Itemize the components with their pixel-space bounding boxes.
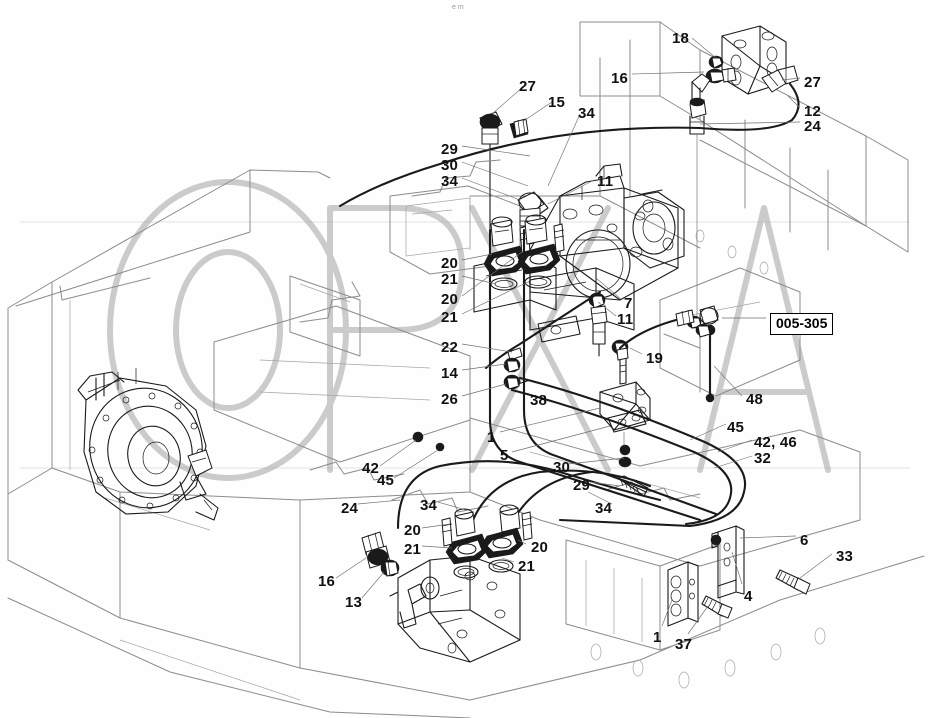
- callout-30: 30: [441, 157, 459, 174]
- callout-7: 7: [624, 295, 633, 312]
- bracket-6-4: [710, 525, 745, 599]
- callout-12: 12: [804, 103, 822, 120]
- hose-lower-42-45: [396, 460, 662, 530]
- hose-12-24: [338, 82, 800, 208]
- callout-16: 16: [611, 70, 629, 87]
- callout-29: 29: [573, 477, 591, 494]
- callout-21: 21: [518, 558, 536, 575]
- port-flange-lower-left: [441, 508, 489, 579]
- coupler-27-right: [761, 65, 799, 93]
- bead-42: [412, 431, 424, 443]
- main-hydraulic-pump: [473, 163, 685, 343]
- callout-13: 13: [345, 594, 363, 611]
- callout-34: 34: [420, 497, 438, 514]
- hose-30-upper: [522, 228, 718, 516]
- callout-21: 21: [441, 309, 459, 326]
- callout-34: 34: [595, 500, 613, 517]
- callout-19: 19: [646, 350, 664, 367]
- callout-45: 45: [377, 472, 395, 489]
- port-flange-lower-right: [480, 504, 533, 573]
- callout-15: 15: [548, 94, 566, 111]
- manifold-block-1-5: [599, 381, 651, 468]
- callout-38: 38: [530, 392, 548, 409]
- bolt-33: [775, 569, 811, 595]
- callout-34: 34: [441, 173, 459, 190]
- fitting-22-14-26: [503, 347, 531, 390]
- rod-48: [704, 324, 716, 403]
- callout-11: 11: [597, 173, 614, 190]
- hose-lower-30: [468, 469, 652, 530]
- callout-48: 48: [746, 391, 764, 408]
- filter-cartridge-7-11: [588, 292, 608, 357]
- elbow-27-center: [479, 111, 503, 231]
- callout-20: 20: [441, 291, 459, 308]
- hose-32: [510, 388, 733, 526]
- callout-26: 26: [441, 391, 459, 408]
- bead-45: [435, 442, 445, 452]
- callout-29: 29: [441, 141, 459, 158]
- chassis-ghost: [7, 21, 925, 718]
- callout-16: 16: [318, 573, 336, 590]
- callout-32: 32: [754, 450, 772, 467]
- reference-box-005-305[interactable]: 005-305: [770, 313, 834, 335]
- callout-42: 42: [362, 460, 380, 477]
- final-drive-motor: [77, 368, 219, 521]
- callout-1: 1: [487, 429, 496, 446]
- ghost-hose-24b: [309, 461, 405, 481]
- callout-33: 33: [836, 548, 854, 565]
- callout-5: 5: [500, 447, 509, 464]
- callout-14: 14: [441, 365, 459, 382]
- callout-21: 21: [404, 541, 422, 558]
- ghost-hose-34c: [391, 489, 489, 513]
- callout-24: 24: [341, 500, 359, 517]
- callout-20: 20: [404, 522, 422, 539]
- coil-bolt-29: [617, 475, 649, 497]
- fitting-16-top: [705, 67, 737, 84]
- fitting-18: [708, 55, 724, 69]
- callout-34: 34: [578, 105, 596, 122]
- callout-6: 6: [800, 532, 809, 549]
- ghost-hose-34b: [299, 281, 361, 323]
- callout-18: 18: [672, 30, 690, 47]
- callout-30: 30: [553, 459, 571, 476]
- fitting-cluster-005-305: [675, 305, 719, 338]
- callout-20: 20: [531, 539, 549, 556]
- hose-29-upper: [488, 228, 702, 522]
- hose-lower-29: [514, 470, 594, 518]
- charge-pump-assembly: [389, 555, 521, 663]
- callout-1: 1: [653, 629, 662, 646]
- watermark-opxa: [20, 179, 910, 481]
- callout-4: 4: [744, 588, 753, 605]
- adapter-15: [509, 118, 529, 139]
- bolt-37: [701, 595, 733, 619]
- callout-21: 21: [441, 271, 459, 288]
- bracket-1-block: [667, 561, 699, 627]
- callout-45: 45: [727, 419, 745, 436]
- elbow-and-tube-24: [689, 73, 711, 330]
- callout-42--46: 42, 46: [754, 434, 797, 451]
- hose-to-005-305: [618, 318, 678, 350]
- callout-11: 11: [617, 311, 634, 328]
- bolt-45a: [616, 347, 629, 385]
- hose-42-46: [518, 376, 747, 528]
- callout-22: 22: [441, 339, 459, 356]
- callout-37: 37: [675, 636, 693, 653]
- port-flange-upper-right: [517, 214, 565, 289]
- hose-22: [484, 290, 602, 370]
- callout-27: 27: [804, 74, 822, 91]
- fitting-16-13-lower: [361, 531, 400, 577]
- callout-27: 27: [519, 78, 537, 95]
- leader-lines: [335, 37, 833, 635]
- ghost-hose-34a: [411, 159, 501, 197]
- callout-24: 24: [804, 118, 822, 135]
- callout-20: 20: [441, 255, 459, 272]
